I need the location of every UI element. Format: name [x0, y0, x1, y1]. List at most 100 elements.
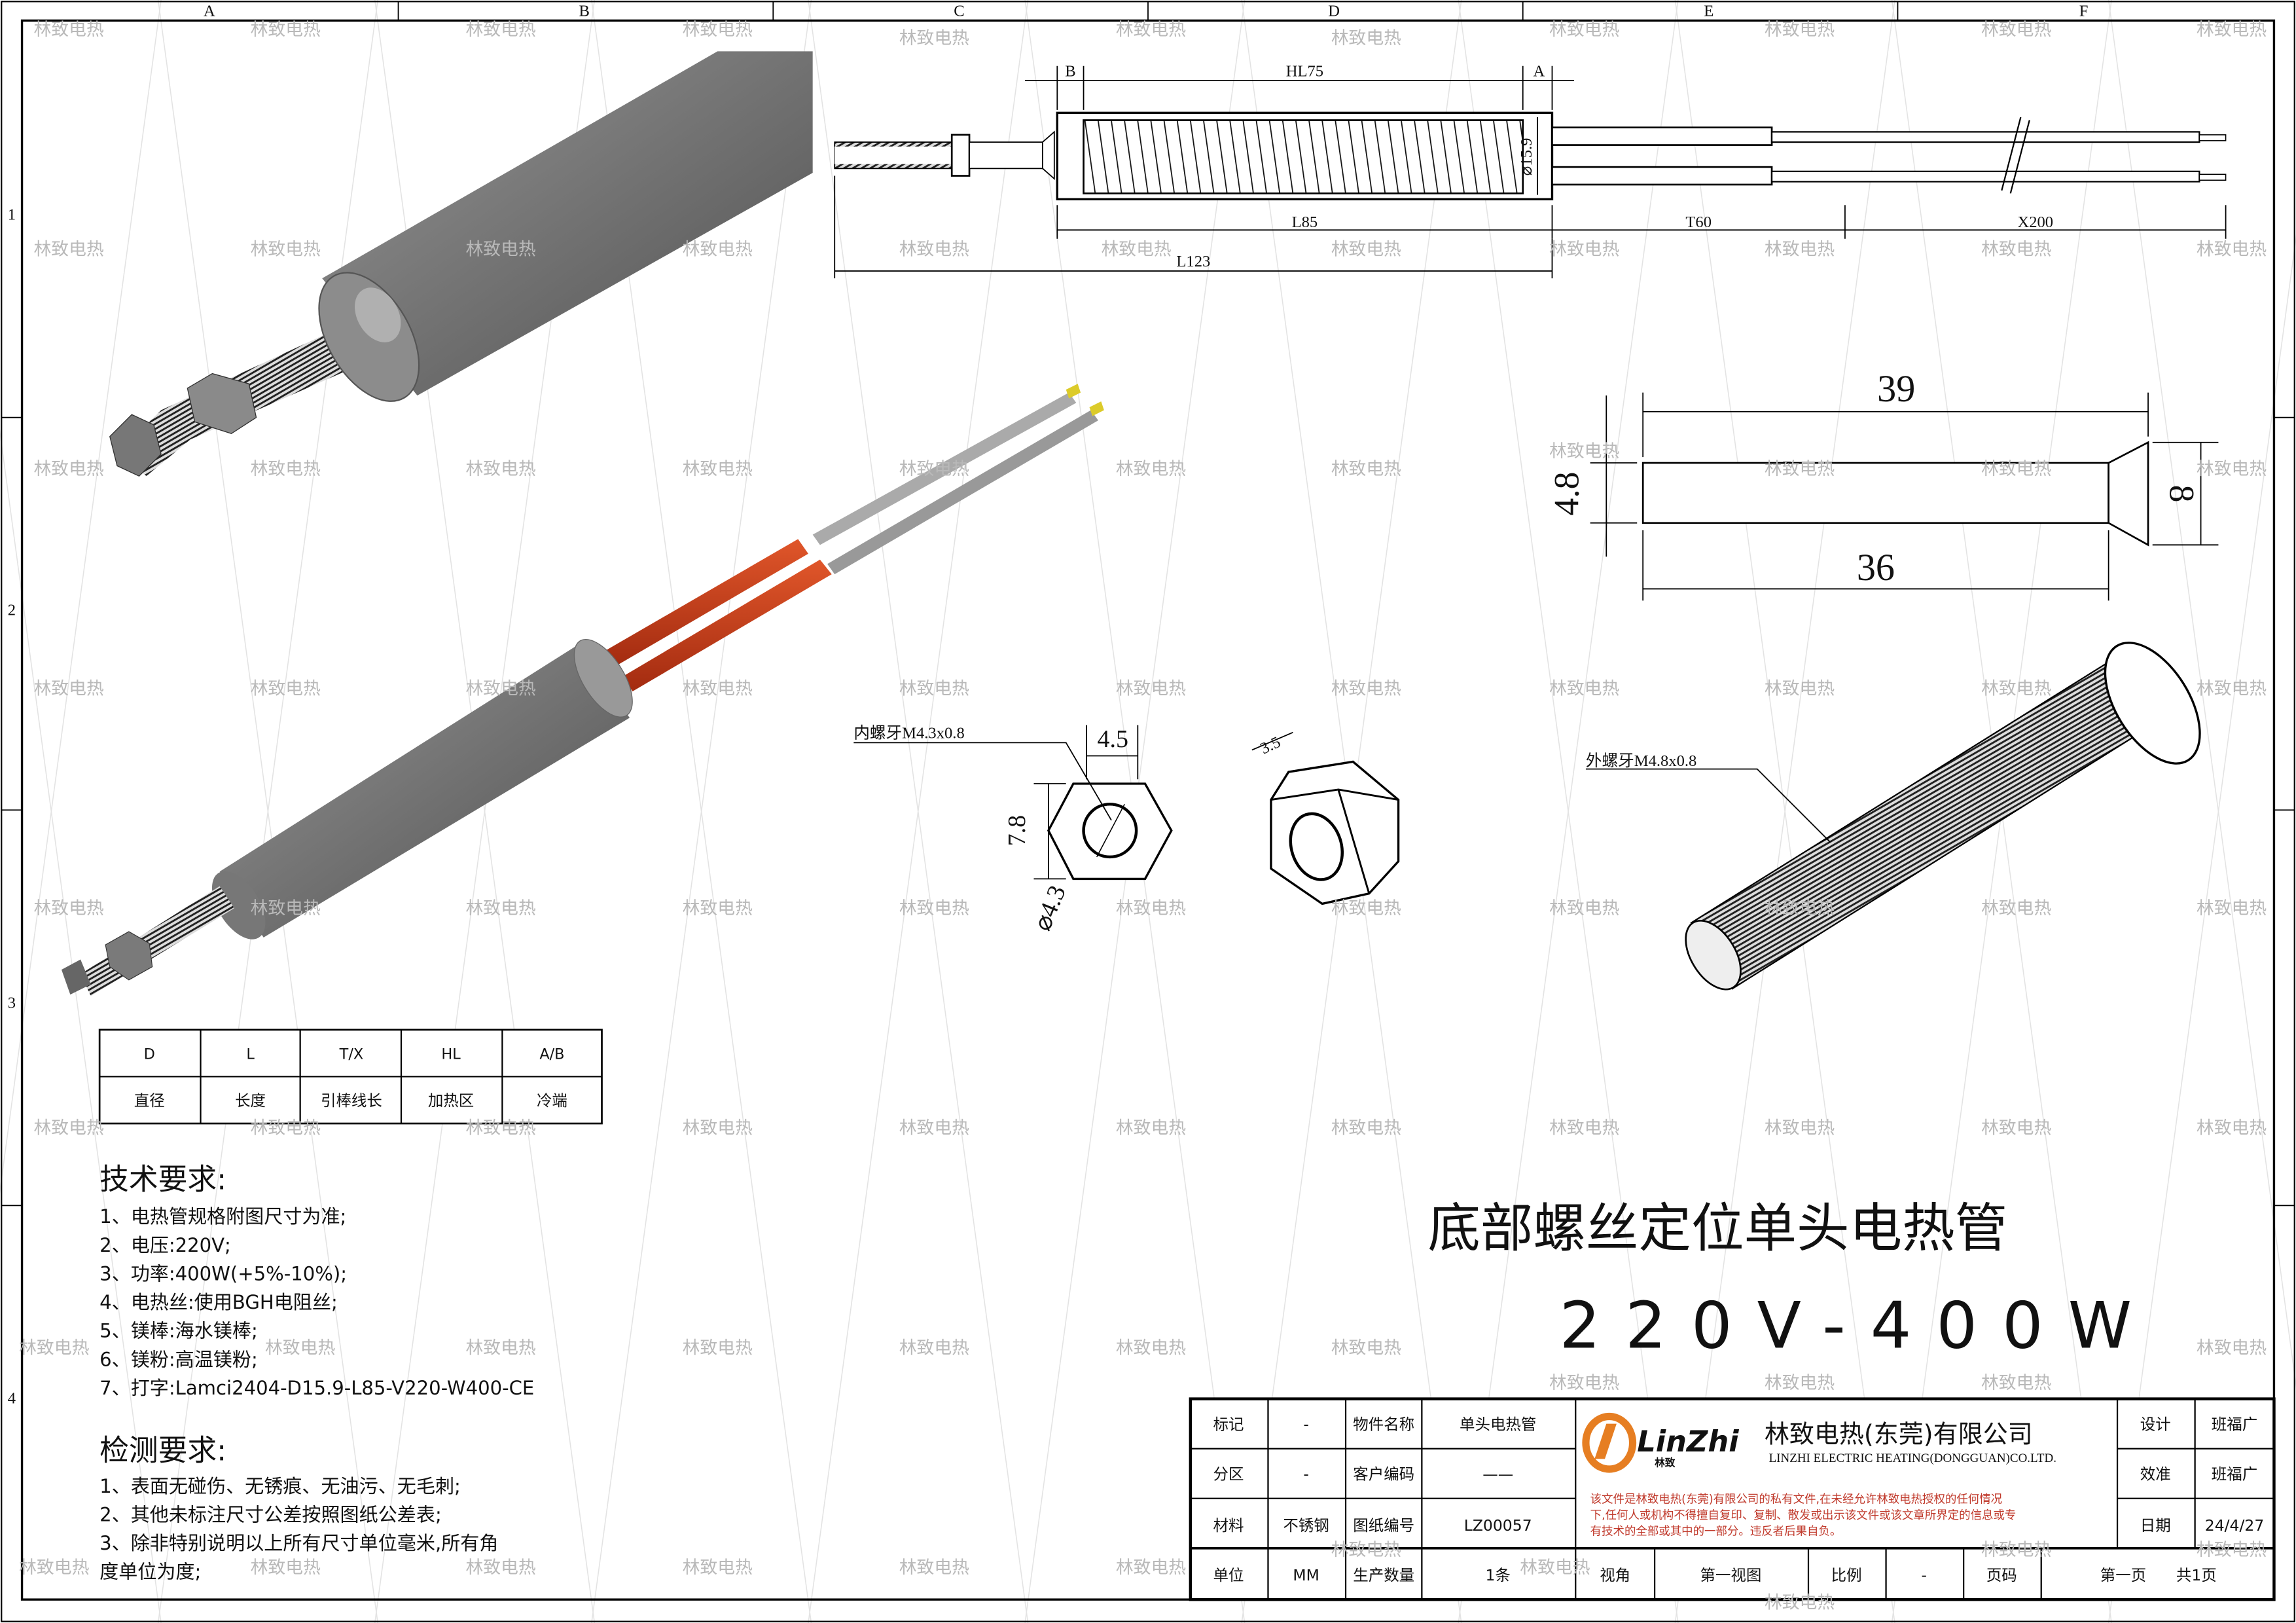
watermark-text: 林致电热 [465, 679, 535, 699]
inspection-requirements-title: 检测要求: [99, 1433, 226, 1468]
tech-requirement-item: 2、电压:220V; [99, 1234, 231, 1256]
column-label: F [2079, 3, 2089, 20]
logo-text: LinZhi [1637, 1424, 1739, 1459]
watermark-text: 林致电热 [1331, 239, 1401, 259]
title-block-drawing-no-value: LZ00057 [1464, 1516, 1532, 1535]
watermark-text: 林致电热 [683, 1118, 753, 1139]
title-block-design-label: 设计 [2140, 1415, 2171, 1434]
watermark-text: 林致电热 [683, 898, 753, 919]
watermark-text: 林致电热 [1331, 679, 1401, 699]
watermark-text: 林致电热 [251, 898, 321, 919]
watermark-text: 林致电热 [1765, 1593, 1835, 1613]
watermark-text: 林致电热 [1981, 239, 2051, 259]
heater-3d-full [61, 384, 1104, 996]
watermark-text: 林致电热 [251, 239, 321, 259]
watermark-line [0, 0, 162, 1194]
watermark-text: 林致电热 [33, 459, 103, 479]
row-label: 3 [8, 994, 16, 1012]
watermark-text: 林致电热 [899, 28, 969, 48]
title-block-page-label: 页码 [1986, 1566, 2017, 1584]
watermark-text: 林致电热 [899, 459, 969, 479]
watermark-text: 林致电热 [683, 679, 753, 699]
legend-header: T/X [339, 1046, 364, 1063]
watermark-text: 林致电热 [1549, 441, 1619, 462]
column-label: A [204, 3, 215, 20]
tech-requirement-item: 1、电热管规格附图尺寸为准; [99, 1205, 346, 1228]
title-block-material-label: 材料 [1213, 1516, 1244, 1535]
watermark-line [1458, 0, 1679, 1623]
title-block-customer-code-value: —— [1482, 1465, 1513, 1484]
watermark-text: 林致电热 [33, 679, 103, 699]
watermark-text: 林致电热 [465, 1118, 535, 1139]
column-label: C [954, 3, 964, 20]
watermark-text: 林致电热 [1765, 679, 1835, 699]
watermark-text: 林致电热 [33, 20, 103, 40]
watermark-text: 林致电热 [1331, 1540, 1401, 1560]
tech-requirement-item: 4、电热丝:使用BGH电阻丝; [99, 1291, 338, 1313]
heater-elevation-drawing: B HL75 A ⌀15.9 L85 T60 X200 L123 [834, 62, 2227, 279]
watermark-text: 林致电热 [1981, 1373, 2051, 1393]
legend-header: D [144, 1046, 155, 1063]
company-logo: LinZhi 林致 [1582, 1412, 1739, 1473]
watermark-text: 林致电热 [465, 1338, 535, 1358]
legend-label: 直径 [134, 1091, 165, 1110]
watermark-text: 林致电热 [1116, 20, 1186, 40]
dim-lead-length: T60 [1685, 213, 1712, 231]
watermark-text: 林致电热 [1549, 1118, 1619, 1139]
legend-header: L [246, 1046, 255, 1063]
screw-elevation-drawing: 39 36 4.8 8 [1547, 367, 2219, 601]
watermark-text: 林致电热 [1520, 1558, 1590, 1578]
watermark-text: 林致电热 [1331, 459, 1401, 479]
dim-nut-width: 4.5 [1098, 725, 1129, 753]
watermark-text: 林致电热 [1116, 898, 1186, 919]
inspection-requirement-item: 1、表面无碰伤、无锈痕、无油污、无毛刺; [99, 1475, 461, 1497]
watermark-text: 林致电热 [251, 20, 321, 40]
watermark-text: 林致电热 [1765, 459, 1835, 479]
confidentiality-notice-line: 下,任何人或机构不得擅自复印、复制、散发或出示该文件或该文章所界定的信息或专 [1590, 1509, 2017, 1522]
nut-thread-note: 内螺牙M4.3x0.8 [853, 724, 964, 742]
watermark-text: 林致电热 [1981, 679, 2051, 699]
watermark-text: 林致电热 [1331, 1338, 1401, 1358]
watermark-text: 林致电热 [33, 898, 103, 919]
dim-screw-total: 39 [1877, 367, 1915, 410]
watermark-text: 林致电热 [2197, 1540, 2267, 1560]
watermark-text: 林致电热 [1101, 239, 1171, 259]
watermark-text: 林致电热 [683, 1558, 753, 1578]
watermark-text: 林致电热 [2197, 898, 2267, 919]
title-block-zone-value: - [1303, 1465, 1308, 1484]
watermark-text: 林致电热 [899, 679, 969, 699]
watermark-text: 林致电热 [19, 1338, 89, 1358]
watermark-line [1674, 0, 1895, 1623]
confidentiality-notice-line: 该文件是林致电热(东莞)有限公司的私有文件,在未经允许林致电热授权的任何情况 [1590, 1493, 2002, 1506]
watermark-text: 林致电热 [2197, 1118, 2267, 1139]
watermark-line [2108, 234, 2296, 1623]
title-block-design-value: 班福广 [2212, 1415, 2257, 1434]
dim-screw-shaft: 36 [1857, 546, 1895, 589]
watermark-text: 林致电热 [1331, 1118, 1401, 1139]
watermark-text: 林致电热 [1549, 1373, 1619, 1393]
dim-length: L85 [1292, 213, 1318, 231]
watermark-text: 林致电热 [1981, 20, 2051, 40]
watermark-text: 林致电热 [1981, 459, 2051, 479]
legend-label: 冷端 [537, 1091, 567, 1110]
watermark-text: 林致电热 [1549, 898, 1619, 919]
watermark-text: 林致电热 [265, 1338, 335, 1358]
confidentiality-notice-line: 有技术的全部或其中的一部分。违反者后果自负。 [1590, 1525, 1842, 1539]
legend-label: 加热区 [428, 1091, 474, 1110]
watermark-text: 林致电热 [899, 239, 969, 259]
watermark-text: 林致电热 [1981, 1540, 2051, 1560]
tech-requirement-item: 6、镁粉:高温镁粉; [99, 1348, 258, 1370]
watermark-text: 林致电热 [899, 1118, 969, 1139]
title-block-page-total: 共1页 [2176, 1566, 2217, 1584]
title-block-page-value: 第一页 [2100, 1566, 2146, 1584]
watermark-text: 林致电热 [2197, 1338, 2267, 1358]
logo-subtext: 林致 [1655, 1457, 1676, 1469]
title-block-unit-label: 单位 [1213, 1566, 1244, 1584]
dim-head-diameter: 8 [2162, 485, 2202, 503]
dim-diameter: ⌀15.9 [1518, 138, 1535, 176]
dim-heating-length: HL75 [1286, 62, 1323, 80]
row-label: 2 [8, 602, 16, 619]
